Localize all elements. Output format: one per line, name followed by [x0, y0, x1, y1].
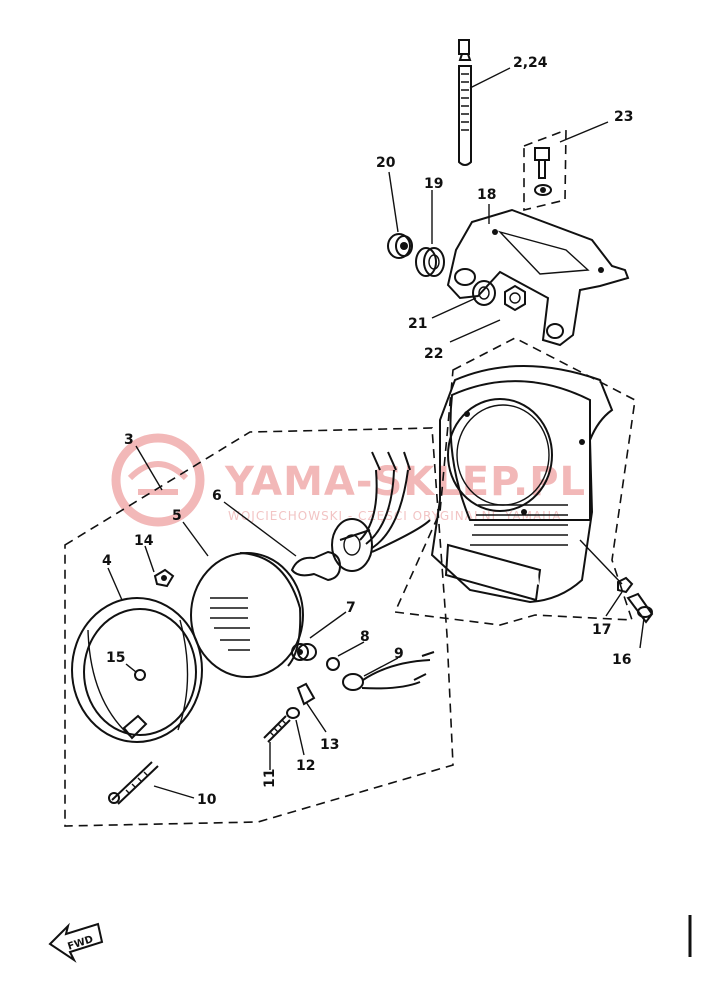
part-17-clip — [617, 576, 634, 594]
part-22-nut — [504, 284, 526, 312]
label-5: 5 — [172, 508, 182, 524]
label-21: 21 — [408, 316, 427, 332]
part-4-rim — [71, 597, 203, 743]
part-14-screw — [153, 568, 175, 588]
label-17: 17 — [592, 622, 611, 638]
watermark: YAMA-SKLEP.PL WOJCIECHOWSKI - CZĘŚCI ORY… — [111, 433, 586, 527]
label-6: 6 — [212, 488, 222, 504]
headlight-unit-outline — [64, 427, 454, 827]
cover-brand-text: YAMAHA — [458, 549, 543, 590]
part-5-lens — [190, 552, 309, 678]
part-7-socket — [297, 643, 317, 661]
watermark-text: YAMA-SKLEP.PL — [224, 459, 586, 505]
part-21-washer — [472, 280, 496, 306]
label-20: 20 — [376, 155, 396, 171]
label-10: 10 — [197, 792, 217, 808]
label-11: 11 — [262, 769, 278, 788]
part-6-bulb — [290, 451, 431, 582]
label-12: 12 — [296, 758, 315, 774]
label-15: 15 — [106, 650, 125, 666]
part-18-bracket — [446, 208, 630, 347]
label-16: 16 — [612, 652, 631, 668]
part-20-grommet — [387, 233, 413, 259]
part-10-screw — [108, 761, 159, 805]
part-11-spring — [263, 715, 291, 743]
part-16-screw — [626, 592, 654, 624]
part-labels: 2,24 23 20 19 18 21 22 3 6 5 14 4 7 8 9 … — [102, 55, 633, 808]
label-2-24: 2,24 — [513, 55, 548, 71]
part-adjust-bolt — [458, 39, 472, 166]
label-8: 8 — [360, 629, 370, 645]
label-22: 22 — [424, 346, 443, 362]
label-3: 3 — [124, 432, 134, 448]
watermark-logo — [111, 433, 205, 527]
forward-arrow-icon: FWD — [48, 922, 104, 963]
label-18: 18 — [477, 187, 496, 203]
part-8-bulb — [326, 657, 340, 671]
label-4: 4 — [102, 553, 112, 569]
part-9-harness — [342, 651, 435, 691]
part-19-collar — [415, 247, 445, 277]
label-7: 7 — [346, 600, 356, 616]
label-9: 9 — [394, 646, 404, 662]
label-19: 19 — [424, 176, 443, 192]
part-23-bolt — [534, 147, 552, 196]
part-13-clip — [296, 682, 316, 706]
leader-lines — [107, 67, 645, 799]
label-14: 14 — [134, 533, 154, 549]
part-12-nut — [286, 707, 300, 719]
forward-arrow-label: FWD — [66, 934, 94, 953]
label-23: 23 — [614, 109, 633, 125]
cover-outline — [393, 337, 636, 626]
label-13: 13 — [320, 737, 339, 753]
